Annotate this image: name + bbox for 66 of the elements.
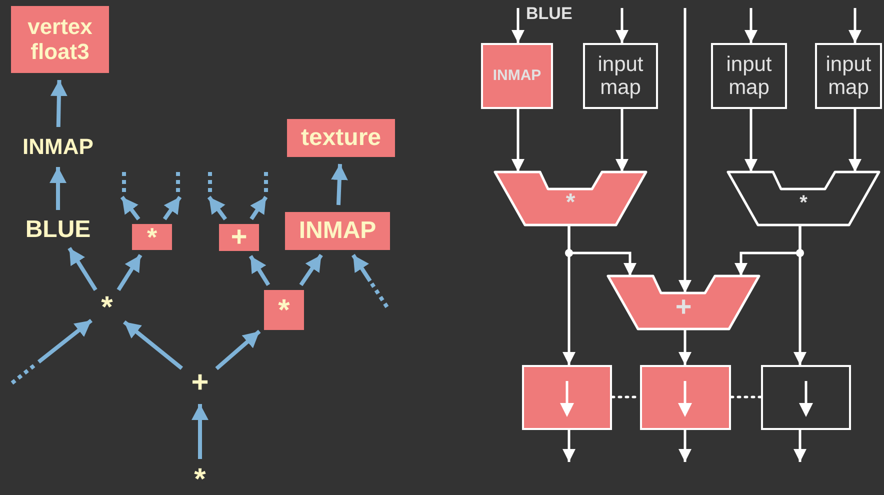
arrow (678, 430, 692, 462)
arrow (744, 8, 758, 43)
arrow (50, 167, 66, 210)
arrow (122, 320, 184, 370)
input-map-box (711, 43, 787, 109)
operator-symbol: * (566, 190, 576, 215)
node-label: BLUE (20, 217, 96, 243)
arrow (250, 196, 268, 220)
node-box (219, 224, 259, 251)
node-label: INMAP (16, 134, 100, 160)
operator-symbol: * (188, 467, 212, 493)
dotted-connector (730, 396, 762, 398)
arrow (562, 430, 576, 462)
node-text: texture (300, 124, 382, 152)
node-box (481, 43, 553, 109)
register-box (761, 365, 851, 430)
arrow (120, 196, 140, 220)
arrow (848, 8, 862, 43)
arrow (248, 255, 270, 286)
node-box (287, 119, 395, 157)
arrow (512, 109, 524, 172)
node-text: input map (596, 52, 644, 100)
arrow (616, 8, 628, 43)
arrow (562, 225, 576, 365)
node-box (11, 6, 109, 73)
arrow (794, 225, 806, 365)
arrow (616, 109, 628, 172)
node-text: input map (824, 52, 872, 100)
arrow (299, 254, 323, 286)
operator-symbol: + (230, 222, 248, 253)
arrow (50, 80, 68, 128)
arrow (794, 430, 806, 462)
arrow (215, 330, 261, 370)
arrow (162, 196, 182, 220)
node-text: input map (725, 52, 773, 100)
input-map-box (583, 43, 658, 109)
arrow (68, 247, 98, 291)
node-text: vertex float3 (26, 15, 94, 64)
dotted-connector (10, 318, 93, 385)
arrow (512, 8, 524, 43)
node-box (285, 212, 390, 250)
arrow (678, 8, 692, 293)
arrow (848, 109, 862, 172)
arrow (207, 196, 228, 220)
register-box (522, 365, 612, 430)
operator-symbol: * (146, 222, 158, 252)
node-box (132, 224, 172, 250)
operator-trapezoid (495, 172, 646, 225)
register-box (640, 365, 731, 430)
operator-trapezoid (608, 276, 759, 329)
arrow (744, 109, 758, 172)
arrow (330, 164, 348, 206)
arrow (192, 404, 208, 459)
node-box (264, 290, 304, 330)
node-text: INMAP (298, 218, 376, 244)
operator-symbol: * (800, 192, 808, 213)
dotted-connector (351, 254, 389, 308)
input-map-box (815, 43, 882, 109)
arrow (116, 254, 142, 291)
operator-symbol: * (96, 295, 118, 321)
node-text: INMAP (492, 68, 542, 84)
operator-symbol: * (278, 294, 290, 326)
operator-trapezoid (728, 172, 879, 225)
operator-symbol: + (188, 370, 212, 396)
arrow (678, 329, 692, 365)
operator-symbol: + (675, 292, 692, 321)
